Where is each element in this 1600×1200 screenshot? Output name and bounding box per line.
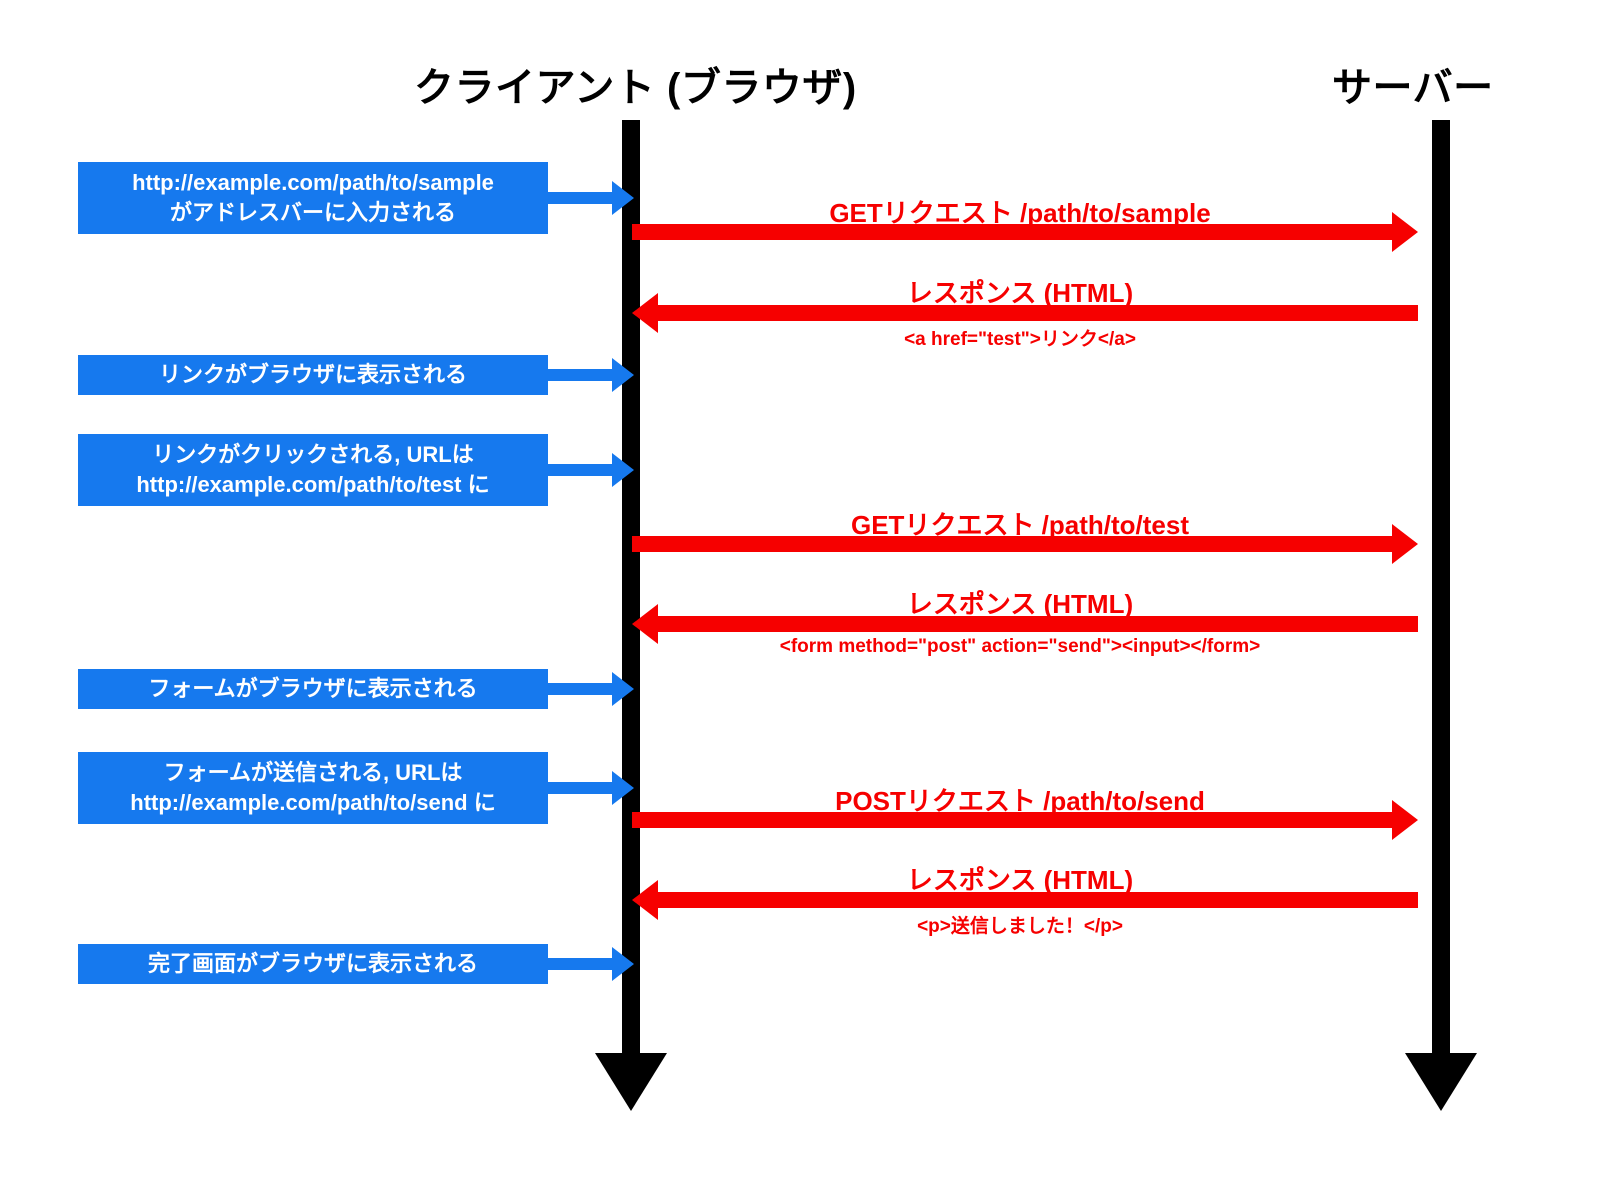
lifeline-server bbox=[1432, 120, 1450, 1055]
message-label-6: レスポンス (HTML) bbox=[906, 865, 1134, 895]
note-arrow-4-icon bbox=[548, 672, 634, 706]
note-box-5-line-2: http://example.com/path/to/send に bbox=[130, 790, 496, 815]
actor-label-client: クライアント (ブラウザ) bbox=[414, 66, 857, 110]
message-snippet-2: <a href="test">リンク</a> bbox=[904, 329, 1136, 350]
message-arrow-3-icon bbox=[632, 524, 1418, 564]
note-box-3-line-2: http://example.com/path/to/test に bbox=[136, 472, 490, 497]
lifeline-arrowhead-client-icon bbox=[595, 1053, 667, 1111]
note-box-2-line-1: リンクがブラウザに表示される bbox=[158, 362, 467, 387]
note-box-1-line-2: がアドレスバーに入力される bbox=[169, 200, 456, 225]
note-box-4: フォームがブラウザに表示される bbox=[78, 669, 548, 709]
note-arrow-1-icon bbox=[548, 181, 634, 215]
message-label-5: POSTリクエスト /path/to/send bbox=[835, 786, 1205, 816]
note-box-1: http://example.com/path/to/sample がアドレスバ… bbox=[78, 162, 548, 234]
note-box-4-line-1: フォームがブラウザに表示される bbox=[148, 676, 478, 701]
lifeline-arrowhead-server-icon bbox=[1405, 1053, 1477, 1111]
message-snippet-6: <p>送信しました！</p> bbox=[917, 916, 1123, 937]
message-label-1: GETリクエスト /path/to/sample bbox=[829, 198, 1211, 228]
note-arrow-6-icon bbox=[548, 947, 634, 981]
message-arrow-4-icon bbox=[632, 604, 1418, 644]
note-box-6-line-1: 完了画面がブラウザに表示される bbox=[147, 951, 478, 976]
actor-label-server: サーバー bbox=[1332, 66, 1494, 110]
note-arrow-5-icon bbox=[548, 771, 634, 805]
note-box-3-line-1: リンクがクリックされる, URLは bbox=[152, 442, 474, 467]
message-label-4: レスポンス (HTML) bbox=[906, 589, 1134, 619]
note-box-3: リンクがクリックされる, URLは http://example.com/pat… bbox=[78, 434, 548, 506]
message-snippet-4: <form method="post" action="send"><input… bbox=[779, 636, 1261, 657]
message-arrow-1-icon bbox=[632, 212, 1418, 252]
note-arrow-2-icon bbox=[548, 358, 634, 392]
note-box-1-line-1: http://example.com/path/to/sample bbox=[132, 170, 494, 195]
message-arrow-6-icon bbox=[632, 880, 1418, 920]
message-label-2: レスポンス (HTML) bbox=[906, 278, 1134, 308]
message-arrow-5-icon bbox=[632, 800, 1418, 840]
message-label-3: GETリクエスト /path/to/test bbox=[850, 510, 1190, 540]
note-arrow-3-icon bbox=[548, 453, 634, 487]
note-box-6: 完了画面がブラウザに表示される bbox=[78, 944, 548, 984]
note-box-2: リンクがブラウザに表示される bbox=[78, 355, 548, 395]
note-box-5-line-1: フォームが送信される, URLは bbox=[163, 760, 463, 785]
message-arrow-2-icon bbox=[632, 293, 1418, 333]
note-box-5: フォームが送信される, URLは http://example.com/path… bbox=[78, 752, 548, 824]
